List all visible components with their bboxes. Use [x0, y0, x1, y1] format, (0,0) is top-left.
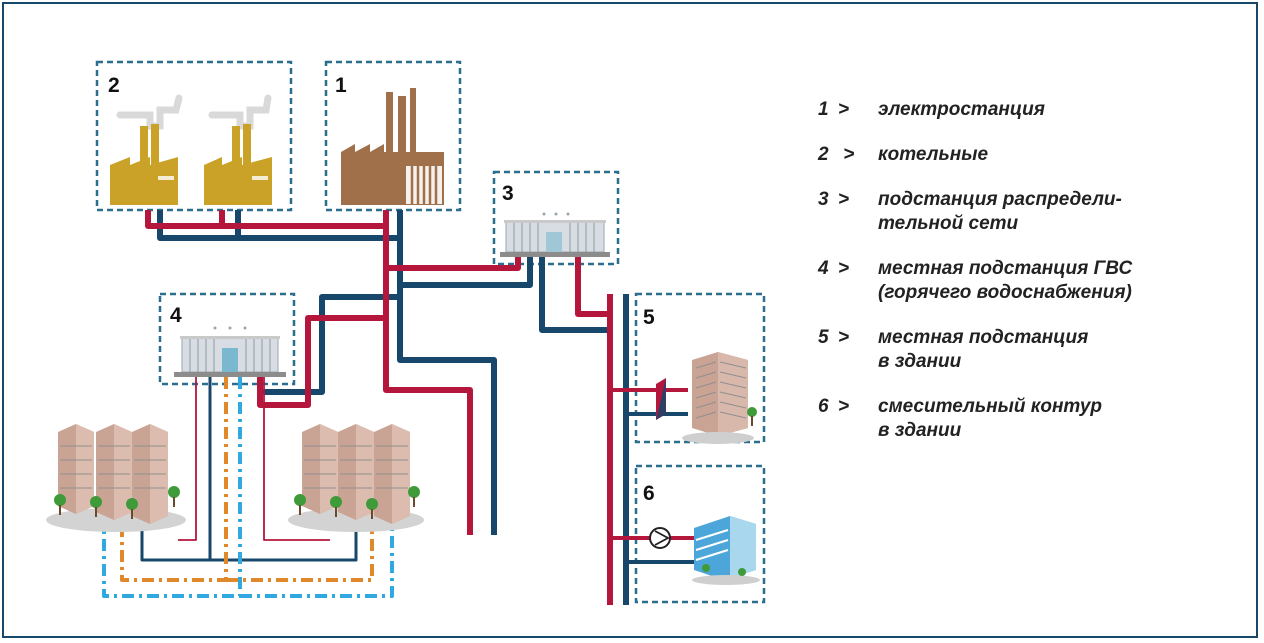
dashed-boxes: [95, 60, 766, 604]
boiler-house-1: [110, 94, 183, 205]
box-number-2: 2: [108, 74, 120, 97]
box-mixing-circuit: [634, 464, 766, 604]
legend-text-continued: в здании: [878, 420, 962, 441]
legend-number: 5: [818, 327, 829, 348]
legend-text-continued: тельной сети: [878, 213, 1019, 234]
legend: 1 > электростанция 2 > котельные 3 > под…: [818, 98, 1258, 464]
legend-item-1: 1 > электростанция: [818, 98, 1258, 122]
distribution-loops: [102, 377, 394, 598]
legend-number: 6: [818, 396, 829, 417]
legend-text: местная подстанция: [878, 327, 1089, 348]
box-number-3: 3: [502, 182, 514, 205]
legend-arrow: >: [838, 99, 850, 120]
distribution-substation: [500, 212, 610, 257]
legend-text: местная подстанция ГВС: [878, 258, 1133, 279]
modern-building-6: [692, 516, 760, 585]
legend-arrow: >: [838, 396, 850, 417]
legend-text: смесительный контур: [878, 396, 1103, 417]
legend-arrow: >: [838, 258, 850, 279]
mixing-circuit-6: [610, 527, 700, 564]
boiler-house-2: [204, 94, 272, 205]
box-number-6: 6: [643, 482, 655, 505]
box-number-4: 4: [170, 304, 182, 327]
legend-item-6: 6 > смесительный контур в здании: [818, 395, 1258, 443]
apartment-cluster-left: [46, 424, 186, 532]
legend-arrow: >: [838, 144, 855, 165]
legend-item-3: 3 > подстанция распредели- тельной сети: [818, 188, 1258, 236]
legend-text: котельные: [878, 144, 989, 165]
box-distribution-substation: [492, 170, 620, 266]
legend-number: 3: [818, 189, 829, 210]
box-number-1: 1: [335, 74, 347, 97]
legend-item-4: 4 > местная подстанция ГВС (горячего вод…: [818, 257, 1258, 305]
box-number-5: 5: [643, 306, 655, 329]
local-substation: [174, 326, 286, 377]
legend-item-5: 5 > местная подстанция в здании: [818, 326, 1258, 374]
legend-item-2: 2 > котельные: [818, 143, 1258, 167]
legend-text: электростанция: [878, 99, 1045, 120]
legend-number: 2: [818, 144, 829, 165]
legend-arrow: >: [838, 327, 850, 348]
legend-text-continued: (горячего водоснабжения): [878, 282, 1132, 303]
main-pipes: [145, 210, 629, 605]
legend-text: подстанция распредели-: [878, 189, 1122, 210]
legend-number: 1: [818, 99, 829, 120]
box-boiler-houses: [95, 60, 293, 212]
box-power-plant: [324, 60, 462, 212]
office-building-5: [682, 352, 757, 444]
legend-number: 4: [818, 258, 829, 279]
legend-text-continued: в здании: [878, 351, 962, 372]
power-plant: [341, 88, 444, 205]
legend-arrow: >: [838, 189, 850, 210]
apartment-cluster-right: [288, 424, 424, 532]
building-substation-5: [610, 378, 688, 420]
